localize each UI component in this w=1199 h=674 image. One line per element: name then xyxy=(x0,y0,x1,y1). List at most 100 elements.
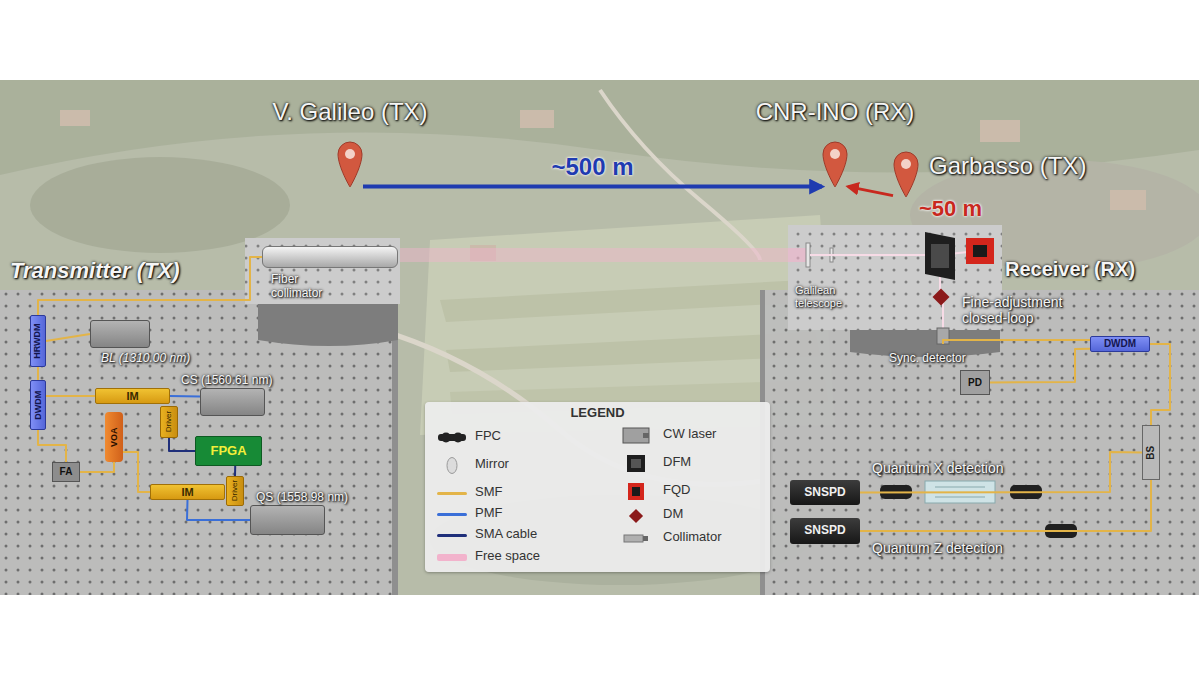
free-space-beam xyxy=(395,248,805,262)
legend-icon-shape xyxy=(621,426,651,445)
rx-table xyxy=(760,290,1199,595)
legend-icon xyxy=(621,529,651,548)
legend-icon xyxy=(621,454,651,473)
fiber-link xyxy=(860,452,1142,493)
legend-icon-shape xyxy=(437,428,467,447)
legend-icon-shape xyxy=(621,482,651,501)
dichroic-mirror xyxy=(933,289,950,306)
annotation-label: Quantum Z detection xyxy=(872,540,1003,556)
pin-icon xyxy=(822,140,848,188)
component-caption: V. Galileo (TX) xyxy=(272,98,427,126)
distance-arrow xyxy=(848,187,893,196)
aerial-photo xyxy=(0,80,1199,595)
tx-table xyxy=(0,290,398,595)
wdm-filter: DWDM xyxy=(30,380,46,430)
pin-icon xyxy=(337,140,363,188)
component-caption: QS (1558.98 nm) xyxy=(256,491,348,505)
fiber-link xyxy=(1150,344,1170,425)
legend-icon-shape xyxy=(621,454,651,473)
fiber-link xyxy=(80,462,114,472)
rx-table-holes xyxy=(760,290,1199,595)
sma-cable xyxy=(169,438,195,451)
snspd-detector: SNSPD xyxy=(790,480,860,505)
component-caption: Garbasso (TX) xyxy=(929,152,1086,180)
component-caption: Fiber collimator xyxy=(271,273,351,301)
legend-icon xyxy=(437,428,467,447)
modulator-driver: Driver xyxy=(160,406,178,438)
optical-table: Transmitter (TX) Fiber collimator BL (1310… xyxy=(0,250,400,595)
optical-table: Receiver (RX)Sync. detectorPDDWDMBSSNSPD… xyxy=(760,225,1199,595)
legend-icon-shape xyxy=(437,456,467,475)
legend-icon xyxy=(621,506,651,525)
fiber-link xyxy=(860,480,1151,531)
wdm-filter: HRWDM xyxy=(30,315,46,367)
fiber-collimator: Fiber collimator xyxy=(262,246,398,268)
component-label: PD xyxy=(968,377,982,389)
fiber-link xyxy=(123,452,150,492)
legend-box: LEGENDFPCCW laserMirrorDFMSMFFQDPMFDMSMA… xyxy=(425,402,770,572)
sma-cable xyxy=(234,466,236,476)
legend-icon xyxy=(621,426,651,445)
component-label: VOA xyxy=(109,427,119,447)
wdm-filter: DWDM xyxy=(1090,336,1150,352)
legend-text: Free space xyxy=(475,549,540,564)
legend-text: Mirror xyxy=(475,457,509,472)
fpga-board: FPGA xyxy=(195,436,262,466)
legend-title: LEGEND xyxy=(570,406,624,421)
component-label: Driver xyxy=(164,411,173,432)
location-pin: V. Galileo (TX) xyxy=(337,140,363,188)
legend-swatch xyxy=(437,554,467,561)
beam-splitter: BS xyxy=(1142,425,1160,480)
component-caption: Sync. detector xyxy=(889,352,966,366)
component-label: FPGA xyxy=(210,444,246,459)
modulator-driver: Driver xyxy=(226,476,244,506)
distance-arrow xyxy=(363,185,822,189)
legend-text: SMF xyxy=(475,485,502,500)
component-label: IM xyxy=(126,390,138,403)
tx-breadboard xyxy=(245,238,400,304)
annotation-label: Galilean telescope xyxy=(795,284,867,309)
legend-text: FPC xyxy=(475,429,501,444)
fiber xyxy=(943,340,1090,344)
mirror-face xyxy=(931,244,949,268)
location-pin: Garbasso (TX) xyxy=(893,150,919,198)
attenuator: VOA xyxy=(105,412,123,462)
tx-breadboard-holes xyxy=(245,238,400,304)
legend-text: CW laser xyxy=(663,427,716,442)
component-label: HRWDM xyxy=(33,323,43,358)
laser-source: BL (1310.00 nm) xyxy=(90,320,150,348)
legend-swatch xyxy=(437,492,467,495)
snspd-detector: SNSPD xyxy=(790,518,860,544)
component-caption: Transmitter (TX) xyxy=(10,258,180,283)
tx-table-holes xyxy=(0,290,398,595)
component-label: DWDM xyxy=(1104,338,1136,350)
legend-text: FQD xyxy=(663,483,690,498)
component-label: BS xyxy=(1145,446,1157,460)
legend-icon-shape xyxy=(621,506,651,525)
component-label: Driver xyxy=(230,480,239,501)
component-label: SNSPD xyxy=(804,524,845,538)
fiber-link xyxy=(46,395,95,397)
pin-icon xyxy=(893,150,919,198)
fiber-link xyxy=(170,395,200,397)
quadrant-detector xyxy=(966,238,994,264)
fiber-link xyxy=(37,367,39,380)
distance-label: ~50 m xyxy=(919,196,982,221)
detector-face xyxy=(973,245,987,257)
tx-mount xyxy=(258,300,398,346)
component-caption: CNR-INO (RX) xyxy=(756,98,915,126)
intensity-modulator: IM xyxy=(95,388,170,404)
free-space-beam xyxy=(788,248,808,262)
legend-icon xyxy=(621,482,651,501)
legend-text: SMA cable xyxy=(475,527,537,542)
legend-text: Collimator xyxy=(663,530,722,545)
legend-text: DFM xyxy=(663,455,691,470)
component-label: FA xyxy=(60,466,73,478)
annotation-label: Quantum X detection xyxy=(872,460,1004,476)
legend-icon-shape xyxy=(621,529,651,548)
fiber-link xyxy=(990,349,1090,383)
component-label: DWDM xyxy=(33,391,43,420)
